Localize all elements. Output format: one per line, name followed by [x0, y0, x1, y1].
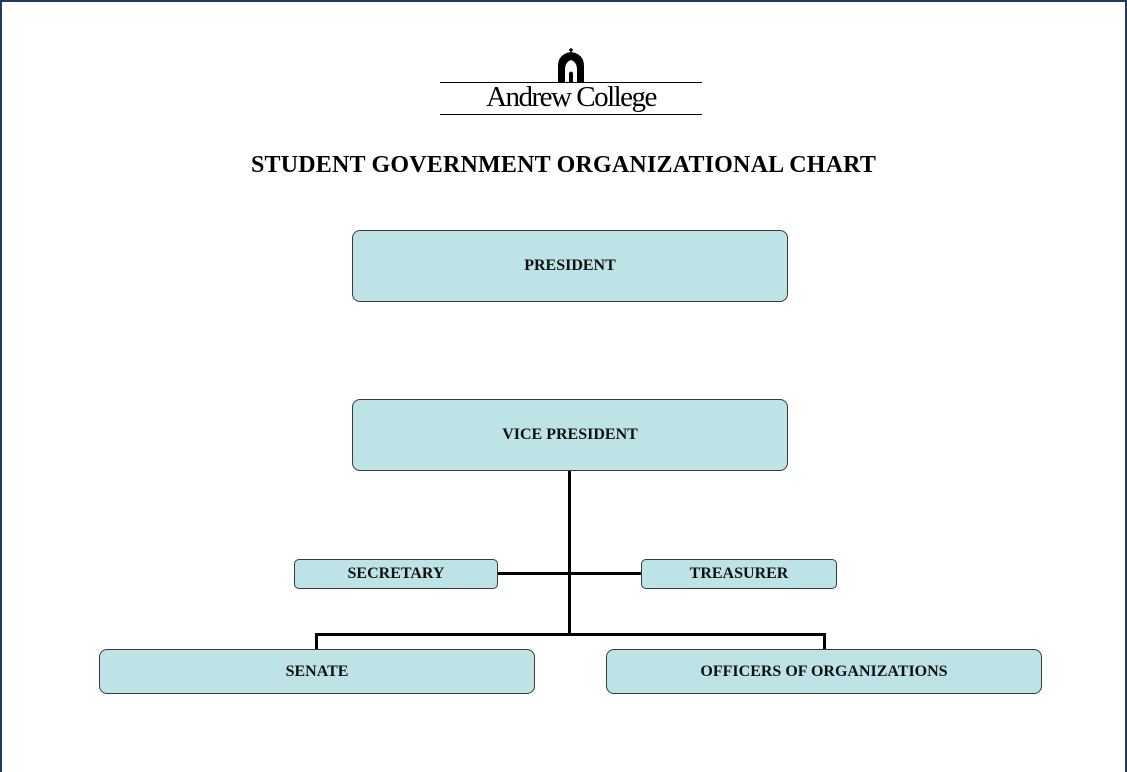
node-vice-president: VICE PRESIDENT — [352, 399, 788, 471]
logo-wordmark: Andrew College — [486, 81, 657, 113]
connector-staff-bar — [497, 572, 642, 575]
connector-senate-drop — [315, 633, 318, 650]
connector-vp-trunk — [568, 470, 571, 635]
node-president: PRESIDENT — [352, 230, 788, 302]
node-officers-of-organizations: OFFICERS OF ORGANIZATIONS — [606, 649, 1042, 694]
connector-bottom-bar — [315, 633, 826, 636]
connector-officers-drop — [823, 633, 826, 650]
logo-rule-bottom — [440, 114, 702, 115]
chapel-icon — [558, 48, 584, 83]
college-logo: Andrew College — [440, 46, 702, 118]
logo-rule-top — [440, 82, 702, 83]
chart-title: STUDENT GOVERNMENT ORGANIZATIONAL CHART — [250, 152, 877, 178]
node-treasurer: TREASURER — [641, 559, 837, 589]
node-secretary: SECRETARY — [294, 559, 498, 589]
node-senate: SENATE — [99, 649, 535, 694]
